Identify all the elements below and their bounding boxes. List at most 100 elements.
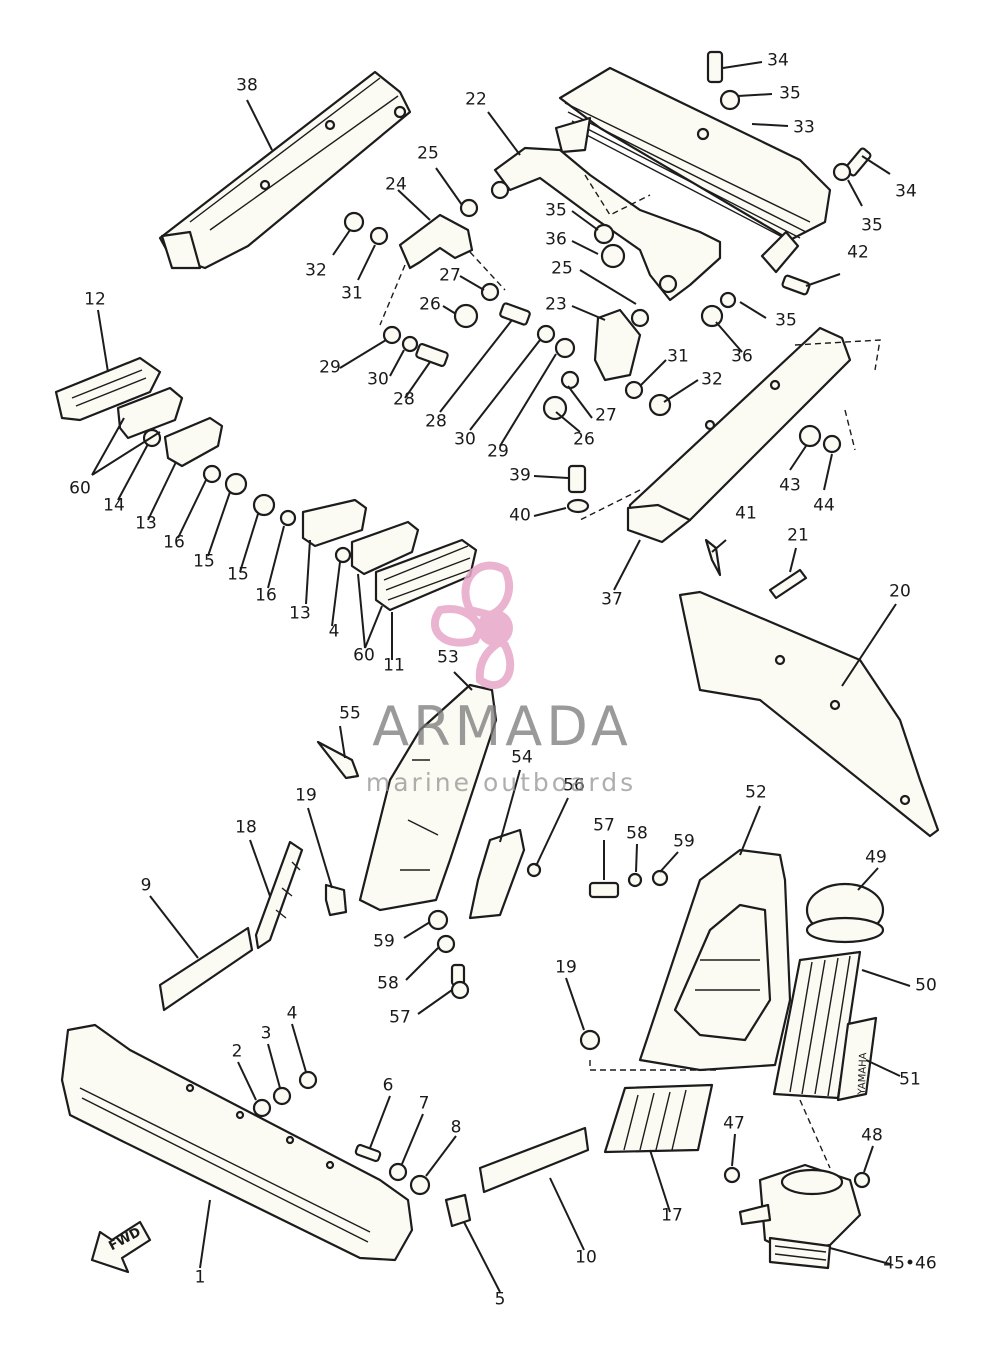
- callout-15: 15: [193, 551, 215, 572]
- callout-44: 44: [813, 495, 835, 516]
- callout-35b: 35: [545, 200, 567, 221]
- part-33-handle-housing: [554, 66, 832, 274]
- part-20-side-panel: [678, 590, 940, 838]
- callout-4: 4: [328, 621, 340, 642]
- watermark-logo: [431, 561, 515, 689]
- callout-25b: 25: [551, 258, 573, 279]
- callout-20: 20: [889, 581, 911, 602]
- callout-31b: 31: [667, 346, 689, 367]
- watermark-tagline: marine outboards: [365, 768, 637, 797]
- callout-59: 59: [673, 831, 695, 852]
- callout-19: 19: [295, 785, 317, 806]
- part-23-bracket: [593, 308, 642, 382]
- callout-31: 31: [341, 283, 363, 304]
- callout-50: 50: [915, 975, 937, 996]
- callout-16: 16: [163, 532, 185, 553]
- part-17-10-lower-pads: [478, 1029, 720, 1194]
- callout-56: 56: [563, 775, 585, 796]
- part-22-bracket: [490, 146, 722, 302]
- callout-18: 18: [235, 817, 257, 838]
- callout-35d: 35: [775, 310, 797, 331]
- callout-40: 40: [509, 505, 531, 526]
- callout-4b: 4: [286, 1003, 298, 1024]
- part-49-50-51-grip: [772, 882, 885, 1102]
- callout-6: 6: [382, 1075, 394, 1096]
- callout-47: 47: [723, 1113, 745, 1134]
- callout-10: 10: [575, 1247, 597, 1268]
- callout-2: 2: [231, 1041, 243, 1062]
- callout-34b: 34: [895, 181, 917, 202]
- part-52-lower-cover: [638, 848, 792, 1072]
- callout-24: 24: [385, 174, 407, 195]
- callout-26: 26: [419, 294, 441, 315]
- hardware-bottom: [252, 1070, 472, 1228]
- callout-7: 7: [418, 1093, 430, 1114]
- callout-9: 9: [140, 875, 152, 896]
- callout-58b: 58: [377, 973, 399, 994]
- callout-30b: 30: [454, 429, 476, 450]
- callout-45-46: 45•46: [883, 1253, 937, 1274]
- callout-57b: 57: [389, 1007, 411, 1028]
- part-53-54-brackets: [316, 683, 542, 1000]
- callout-13: 13: [135, 513, 157, 534]
- callout-28: 28: [393, 389, 415, 410]
- callout-54: 54: [511, 747, 533, 768]
- callout-59b: 59: [373, 931, 395, 952]
- part-45-46-throttle-housing: [723, 1099, 871, 1270]
- callout-3: 3: [260, 1023, 272, 1044]
- decal-label: YAMAHA: [856, 1052, 870, 1095]
- callout-60: 60: [69, 478, 91, 499]
- callout-53: 53: [437, 647, 459, 668]
- callout-36b: 36: [731, 346, 753, 367]
- callout-42: 42: [847, 242, 869, 263]
- callout-28b: 28: [425, 411, 447, 432]
- callout-38: 38: [236, 75, 258, 96]
- callout-27b: 27: [595, 405, 617, 426]
- callout-8: 8: [450, 1117, 462, 1138]
- callout-15b: 15: [227, 564, 249, 585]
- callout-60b: 60: [353, 645, 375, 666]
- callout-13b: 13: [289, 603, 311, 624]
- callout-22: 22: [465, 89, 487, 110]
- part-1-front-cover: [60, 1023, 414, 1262]
- callout-11: 11: [383, 655, 405, 676]
- part-11-13-grips: [301, 498, 478, 612]
- callout-58: 58: [626, 823, 648, 844]
- callout-32: 32: [305, 260, 327, 281]
- fwd-arrow: [90, 1220, 152, 1274]
- callout-19b: 19: [555, 957, 577, 978]
- callout-1: 1: [194, 1267, 206, 1288]
- part-18-19-9-trim: [158, 840, 348, 1012]
- part-12-14-13-grips: [54, 356, 297, 527]
- callout-55: 55: [339, 703, 361, 724]
- callout-27: 27: [439, 265, 461, 286]
- part-38-top-cover: [158, 70, 412, 270]
- callout-21: 21: [787, 525, 809, 546]
- part-24-bracket: [379, 213, 506, 326]
- callout-49: 49: [865, 847, 887, 868]
- callout-57: 57: [593, 815, 615, 836]
- callout-16b: 16: [255, 585, 277, 606]
- callout-29: 29: [319, 357, 341, 378]
- callout-30: 30: [367, 369, 389, 390]
- callout-48: 48: [861, 1125, 883, 1146]
- callout-39: 39: [509, 465, 531, 486]
- callout-43: 43: [779, 475, 801, 496]
- part-37-tiller-arm: [579, 326, 881, 544]
- callout-52: 52: [745, 782, 767, 803]
- callout-26b: 26: [573, 429, 595, 450]
- callout-14: 14: [103, 495, 125, 516]
- callout-23: 23: [545, 294, 567, 315]
- leader-lines: [91, 61, 911, 1293]
- callout-29b: 29: [487, 441, 509, 462]
- callout-32b: 32: [701, 369, 723, 390]
- callout-17: 17: [661, 1205, 683, 1226]
- callout-12: 12: [84, 289, 106, 310]
- callout-34: 34: [767, 50, 789, 71]
- watermark-brand: ARMADA: [372, 695, 632, 758]
- callout-33: 33: [793, 117, 815, 138]
- hardware-57-59: [588, 869, 669, 899]
- callout-37: 37: [601, 589, 623, 610]
- callout-35: 35: [779, 83, 801, 104]
